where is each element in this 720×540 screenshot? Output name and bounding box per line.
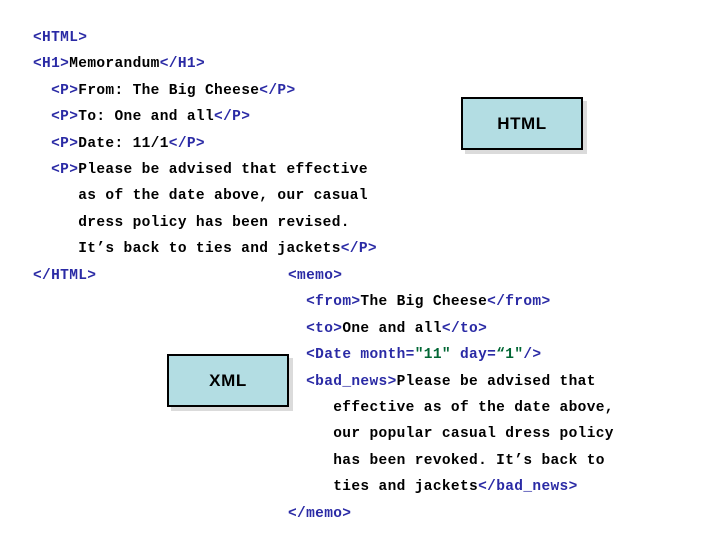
xml-code-token-tag: <to>	[306, 320, 343, 337]
html-code-line: <HTML>	[33, 25, 377, 51]
xml-code-token-txt	[288, 294, 306, 310]
html-code-token-tag: </HTML>	[33, 267, 97, 284]
xml-code-token-attr-val: "11"	[414, 347, 451, 364]
html-code-token-tag: </P>	[168, 135, 205, 152]
html-code-block: <HTML><H1>Memorandum</H1> <P>From: The B…	[33, 25, 377, 289]
html-code-token-txt: It’s back to ties and jackets	[33, 241, 341, 258]
callout-label-xml: XML	[209, 370, 247, 390]
html-code-token-txt	[33, 109, 51, 125]
xml-code-token-txt	[288, 374, 306, 390]
html-code-token-tag: <P>	[51, 161, 79, 178]
xml-code-line: </memo>	[288, 501, 614, 527]
html-code-line: <P>Date: 11/1</P>	[33, 131, 377, 157]
html-code-line: <H1>Memorandum</H1>	[33, 51, 377, 77]
html-code-token-txt: To: One and all	[78, 109, 215, 126]
callout-box-html[interactable]: HTML	[461, 97, 583, 150]
xml-code-line: has been revoked. It’s back to	[288, 448, 614, 474]
html-code-line: <P>Please be advised that effective	[33, 157, 377, 183]
callout-box-xml[interactable]: XML	[167, 354, 289, 407]
xml-code-token-txt: One and all	[342, 320, 442, 337]
xml-code-token-attr-val: “1"	[496, 347, 524, 364]
xml-code-token-txt: has been revoked. It’s back to	[288, 452, 605, 469]
xml-code-line: <Date month="11" day=“1"/>	[288, 342, 614, 368]
xml-code-token-tag: </to>	[441, 320, 488, 337]
xml-code-token-tag: </memo>	[288, 505, 352, 522]
xml-code-line: <bad_news>Please be advised that	[288, 369, 614, 395]
html-code-line: It’s back to ties and jackets</P>	[33, 236, 377, 262]
xml-code-token-tag: day=	[450, 347, 497, 364]
xml-code-token-txt: effective as of the date above,	[288, 399, 614, 416]
xml-code-token-txt	[288, 347, 306, 363]
xml-code-line: <to>One and all</to>	[288, 316, 614, 342]
html-code-token-txt: From: The Big Cheese	[78, 82, 260, 99]
xml-code-token-txt	[288, 321, 306, 337]
html-code-token-tag: </P>	[259, 82, 296, 99]
xml-code-line: ties and jackets</bad_news>	[288, 474, 614, 500]
html-code-line: </HTML>	[33, 263, 377, 289]
html-code-line: as of the date above, our casual	[33, 183, 377, 209]
html-code-token-txt: Date: 11/1	[78, 135, 169, 152]
xml-code-token-txt: ties and jackets	[288, 479, 479, 496]
xml-code-token-tag: </from>	[487, 294, 551, 311]
xml-code-token-tag: />	[523, 347, 542, 364]
html-code-line: dress policy has been revised.	[33, 210, 377, 236]
xml-code-block: <memo> <from>The Big Cheese</from> <to>O…	[288, 263, 614, 527]
xml-code-line: <from>The Big Cheese</from>	[288, 289, 614, 315]
html-code-token-txt: Memorandum	[69, 56, 160, 73]
html-code-token-txt	[33, 83, 51, 99]
html-code-token-tag: <P>	[51, 135, 79, 152]
xml-code-line: our popular casual dress policy	[288, 421, 614, 447]
html-code-token-tag: </H1>	[159, 56, 205, 73]
html-code-token-txt: Please be advised that effective	[78, 161, 368, 178]
html-code-token-tag: </P>	[214, 109, 251, 126]
xml-code-token-txt: Please be advised that	[396, 373, 596, 390]
html-code-token-tag: <P>	[51, 82, 79, 99]
xml-code-token-tag: <memo>	[288, 268, 343, 284]
xml-code-token-tag: <Date month=	[306, 347, 415, 364]
html-code-token-tag: <HTML>	[33, 30, 88, 46]
html-code-line: <P>From: The Big Cheese</P>	[33, 78, 377, 104]
html-code-token-txt	[33, 136, 51, 152]
html-code-token-txt: dress policy has been revised.	[33, 214, 350, 231]
xml-code-token-txt: The Big Cheese	[360, 294, 488, 311]
xml-code-token-tag: <from>	[306, 294, 361, 311]
xml-code-line: effective as of the date above,	[288, 395, 614, 421]
xml-code-token-txt: our popular casual dress policy	[288, 426, 614, 443]
xml-code-token-tag: </bad_news>	[478, 479, 578, 496]
html-code-token-txt	[33, 162, 51, 178]
html-code-token-tag: </P>	[340, 241, 377, 258]
html-code-token-tag: <P>	[51, 109, 79, 126]
xml-code-token-tag: <bad_news>	[306, 373, 397, 390]
html-code-token-tag: <H1>	[33, 56, 70, 73]
xml-code-line: <memo>	[288, 263, 614, 289]
html-code-line: <P>To: One and all</P>	[33, 104, 377, 130]
html-code-token-txt: as of the date above, our casual	[33, 188, 368, 205]
callout-label-html: HTML	[497, 113, 547, 133]
